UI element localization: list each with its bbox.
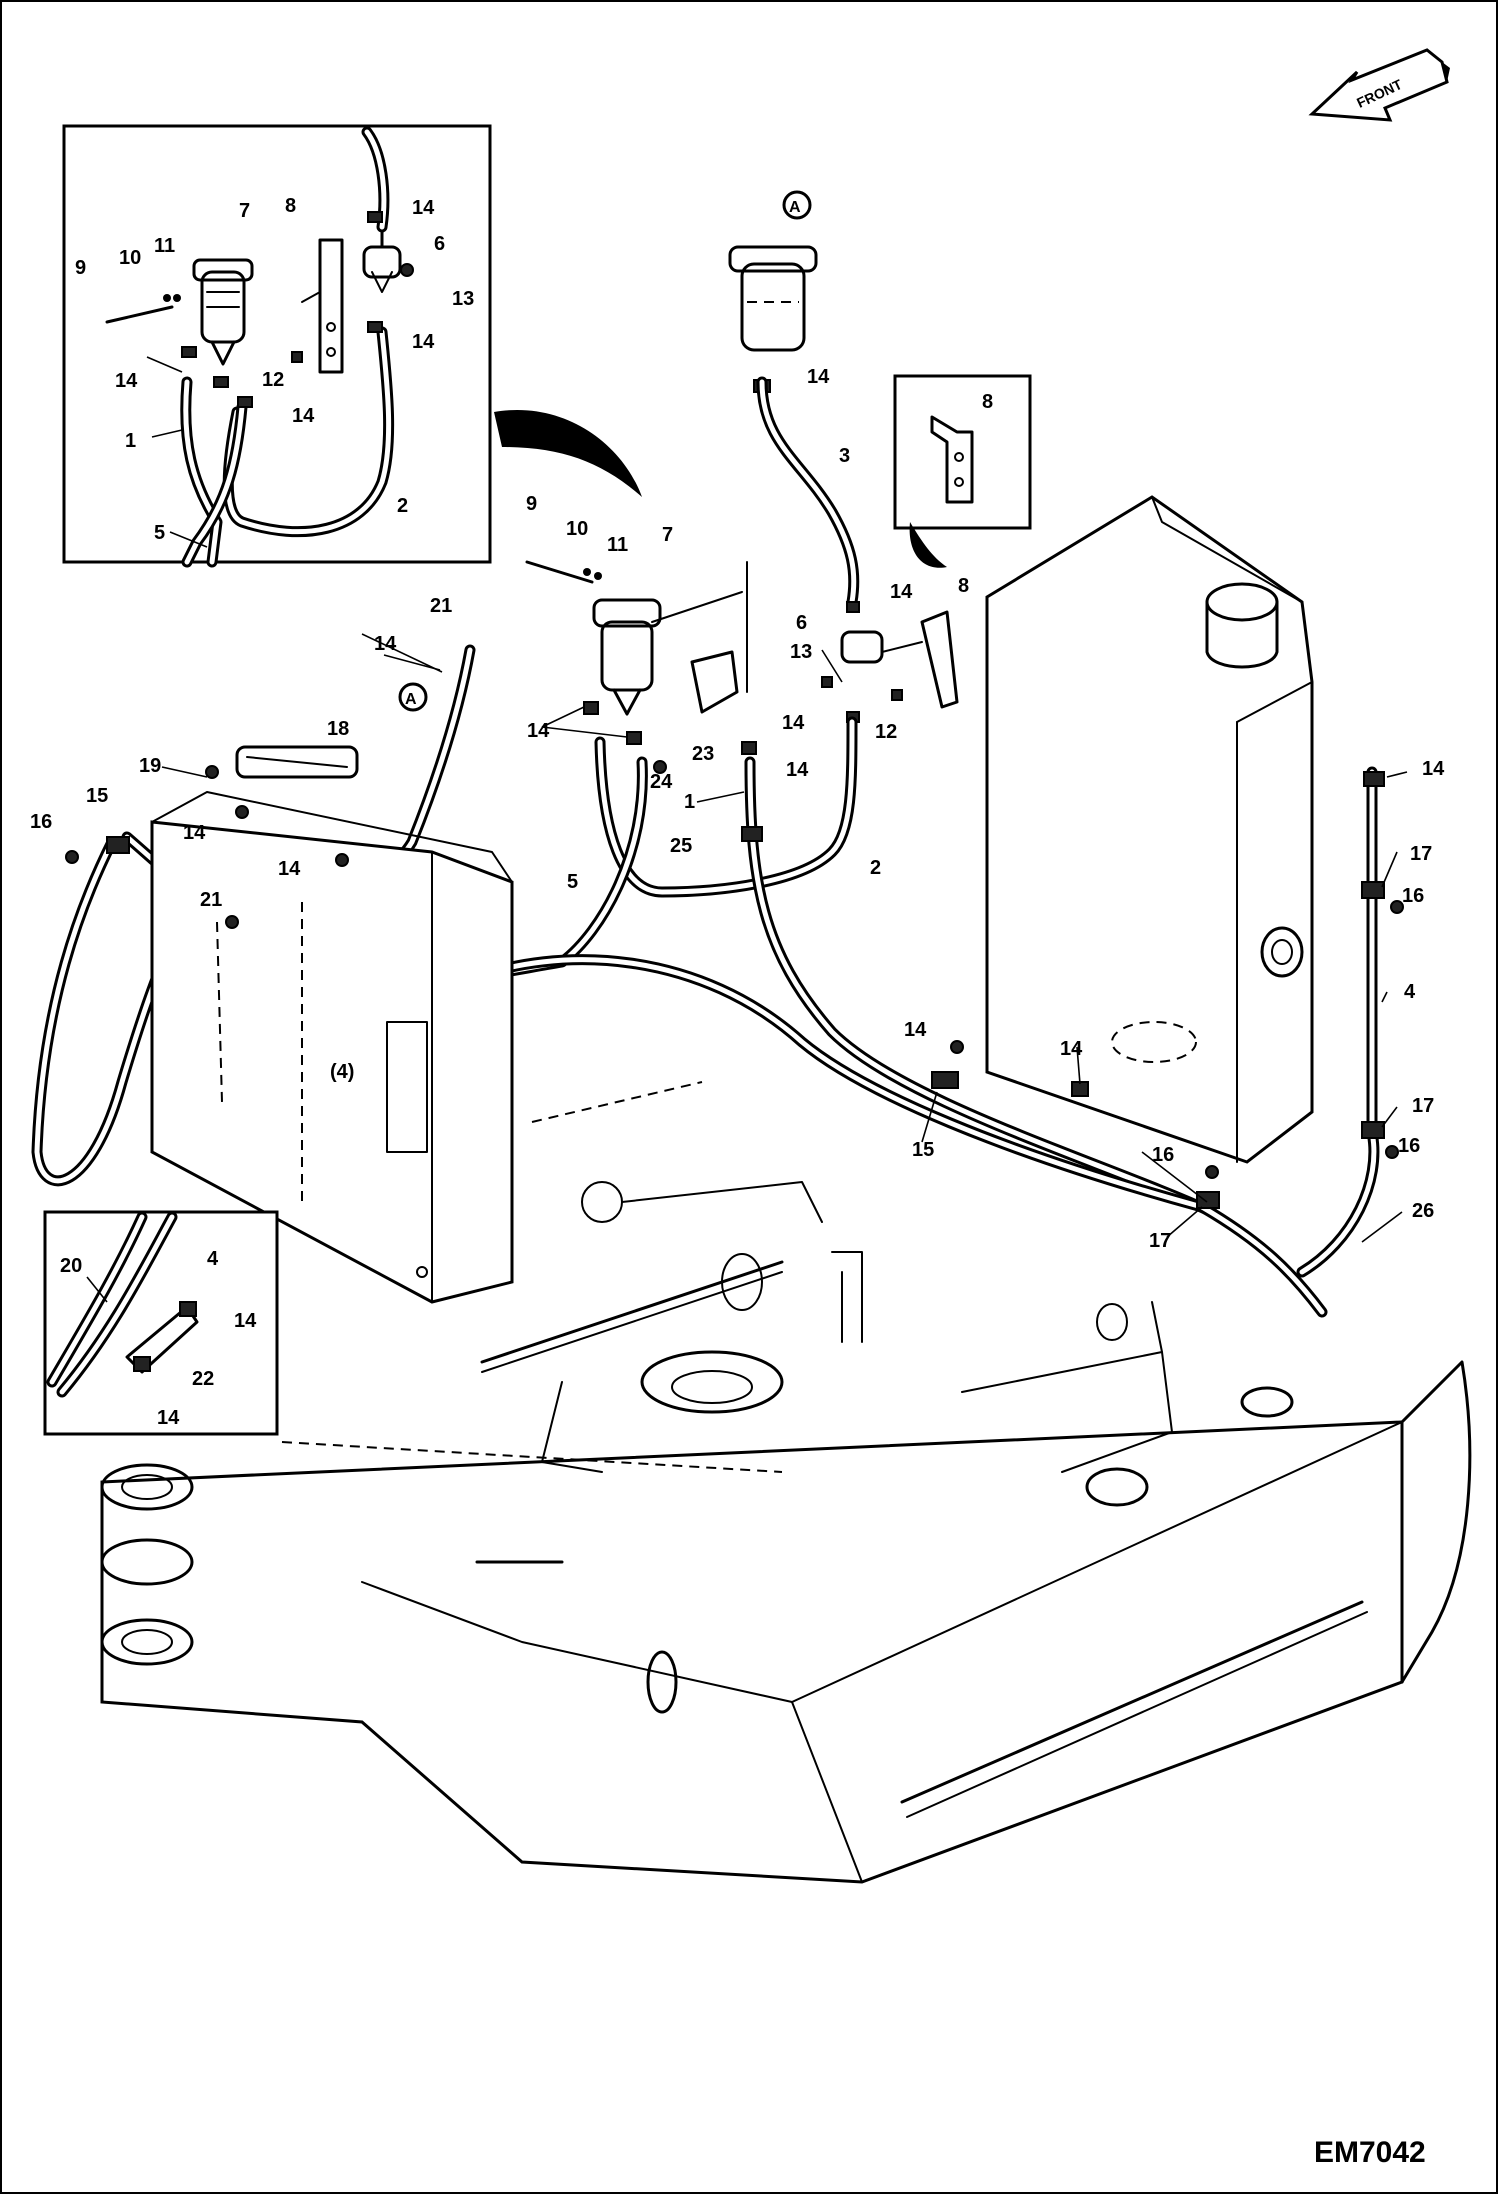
- label: 24: [650, 771, 673, 793]
- label: 8: [958, 575, 969, 597]
- label: 13: [452, 288, 474, 310]
- label: 4: [1404, 981, 1416, 1003]
- label: 19: [139, 755, 161, 777]
- label: 14: [374, 633, 397, 655]
- label: 21: [430, 595, 452, 617]
- front-arrow-icon: FRONT: [1308, 48, 1450, 122]
- inset-bottom-left: 20 4 14 22 14: [43, 1210, 279, 1436]
- label: 14: [890, 581, 913, 603]
- label: (4): [330, 1061, 354, 1083]
- label: 17: [1149, 1230, 1171, 1252]
- label: 6: [796, 612, 807, 634]
- label: 14: [904, 1019, 927, 1041]
- label: 11: [154, 235, 175, 257]
- label: 14: [183, 822, 206, 844]
- label: 2: [397, 495, 408, 517]
- label: 14: [292, 405, 315, 427]
- label: 10: [119, 247, 141, 269]
- label: 7: [662, 524, 673, 546]
- label: 5: [154, 522, 165, 544]
- label: 17: [1412, 1095, 1434, 1117]
- label: 7: [239, 200, 250, 222]
- label: 9: [526, 493, 537, 515]
- label: 14: [278, 858, 301, 880]
- label: 25: [670, 835, 692, 857]
- label: 14: [786, 759, 809, 781]
- label: 14: [1060, 1038, 1083, 1060]
- label: 13: [790, 641, 812, 663]
- fuel-tank: [985, 495, 1314, 1164]
- label: 1: [125, 430, 136, 452]
- label: 1: [684, 791, 695, 813]
- diagram-code: EM7042: [1314, 2136, 1426, 2169]
- inset-bracket: 8: [893, 374, 1032, 568]
- inset-top-left-label-group: 7 8 14 6 13 9 10 11 14 12 14 14 1 2 5: [75, 195, 474, 544]
- label: 16: [1152, 1144, 1174, 1166]
- label: 14: [412, 197, 435, 219]
- label: 14: [527, 720, 550, 742]
- inset-top-left: 7 8 14 6 13 9 10 11 14 12 14 14 1 2 5: [62, 124, 492, 568]
- label: 5: [567, 871, 578, 893]
- detail-pointer-arrow: [494, 409, 642, 497]
- label: 14: [1422, 758, 1445, 780]
- label: 22: [192, 1368, 214, 1390]
- label: 15: [912, 1139, 934, 1161]
- label: 14: [782, 712, 805, 734]
- label: 20: [60, 1255, 82, 1277]
- upper-filter-assembly: A: [728, 190, 860, 608]
- label: 16: [1398, 1135, 1420, 1157]
- label: 26: [1412, 1200, 1434, 1222]
- label: 14: [807, 366, 830, 388]
- label: 15: [86, 785, 108, 807]
- label: 2: [870, 857, 881, 879]
- fasteners: [65, 765, 1404, 1179]
- label: 16: [30, 811, 52, 833]
- label: 21: [200, 889, 222, 911]
- label: 17: [1410, 843, 1432, 865]
- label: 9: [75, 257, 86, 279]
- label: 11: [607, 534, 628, 556]
- label: 23: [692, 743, 714, 765]
- label: 16: [1402, 885, 1424, 907]
- radiator-unit: [150, 745, 514, 1304]
- label: 3: [839, 445, 850, 467]
- label: 4: [207, 1248, 219, 1270]
- label: 14: [157, 1407, 180, 1429]
- label: 6: [434, 233, 445, 255]
- detail-marker-a: A: [789, 199, 801, 216]
- label: 8: [982, 391, 993, 413]
- label: 14: [115, 370, 138, 392]
- detail-marker-a: A: [405, 691, 417, 708]
- label: 14: [234, 1310, 257, 1332]
- label: 10: [566, 518, 588, 540]
- upper-frame: [100, 1081, 1472, 1884]
- label: 18: [327, 718, 349, 740]
- label: 12: [875, 721, 897, 743]
- main-callouts: A A 14 3 14 8 6 13 14 12 9 10 11 7 14 23…: [30, 366, 1445, 1252]
- label: 12: [262, 369, 284, 391]
- label: 8: [285, 195, 296, 217]
- label: 14: [412, 331, 435, 353]
